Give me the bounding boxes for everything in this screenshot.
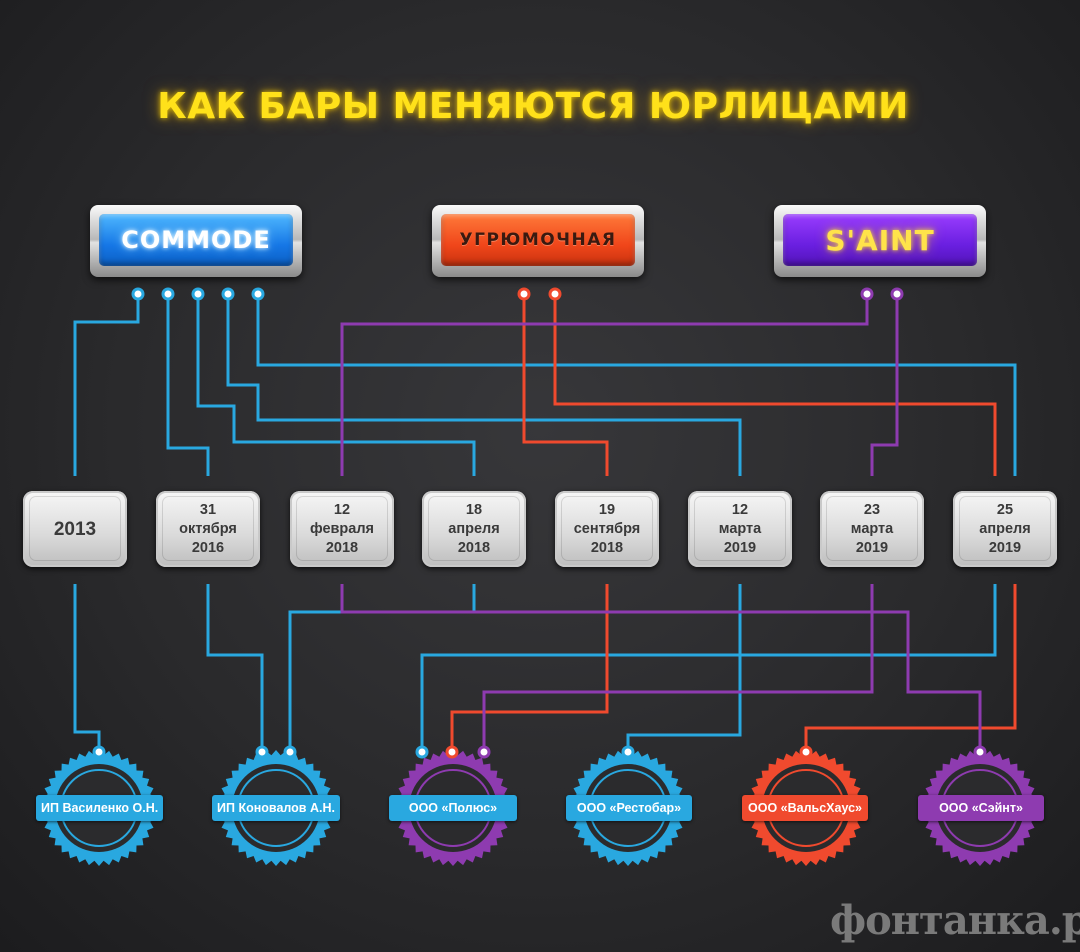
- commode-connector-dot: [191, 287, 205, 301]
- entity-connector-dot: [283, 745, 297, 759]
- bar-label-saint: S'AINT: [783, 214, 977, 266]
- bar-ugrum: УГРЮМОЧНАЯ: [432, 205, 644, 277]
- entity-connector-dot: [799, 745, 813, 759]
- upper-connector-line: [166, 294, 210, 476]
- upper-connector-line: [553, 294, 997, 476]
- lower-connector-line: [288, 584, 476, 752]
- date-2016-10-31: 31 октября 2016: [156, 491, 260, 567]
- commode-connector-dot: [221, 287, 235, 301]
- upper-connector-line: [73, 294, 140, 476]
- upper-connector-line: [870, 294, 899, 476]
- lower-connector-line: [482, 584, 874, 752]
- entity-connector-dot: [477, 745, 491, 759]
- bar-label-commode: COMMODE: [99, 214, 293, 266]
- commode-connector-dot: [251, 287, 265, 301]
- saint-connector-dot: [890, 287, 904, 301]
- entity-label: ИП Василенко О.Н.: [36, 795, 164, 821]
- date-2018-09-19: 19 сентября 2018: [555, 491, 659, 567]
- upper-connector-line: [196, 294, 476, 476]
- bar-label-ugrum: УГРЮМОЧНАЯ: [441, 214, 635, 266]
- saint-connector-dot: [860, 287, 874, 301]
- lower-connector-line: [73, 584, 101, 752]
- lower-connector-line: [340, 584, 982, 752]
- lower-connector-line: [206, 584, 264, 752]
- date-2019-04-25: 25 апреля 2019: [953, 491, 1057, 567]
- entity-connector-dot: [445, 745, 459, 759]
- date-2019-03-12: 12 марта 2019: [688, 491, 792, 567]
- upper-connector-line: [522, 294, 609, 476]
- upper-connector-line: [256, 294, 1017, 476]
- ugrum-connector-dot: [517, 287, 531, 301]
- entity-connector-dot: [973, 745, 987, 759]
- commode-connector-dot: [131, 287, 145, 301]
- lower-connector-line: [450, 584, 609, 752]
- bar-saint: S'AINT: [774, 205, 986, 277]
- entity-label: ИП Коновалов А.Н.: [212, 795, 340, 821]
- entity-label: ООО «Сэйнт»: [918, 795, 1044, 821]
- date-2018-02-12: 12 февраля 2018: [290, 491, 394, 567]
- entity-connector-dot: [92, 745, 106, 759]
- entity-label: ООО «ВальсХаус»: [742, 795, 868, 821]
- upper-connector-line: [226, 294, 742, 476]
- entity-connector-dot: [621, 745, 635, 759]
- lower-connector-line: [420, 584, 997, 752]
- page-title: КАК БАРЫ МЕНЯЮТСЯ ЮРЛИЦАМИ: [157, 86, 909, 127]
- date-2019-03-23: 23 марта 2019: [820, 491, 924, 567]
- entity-label: ООО «Полюс»: [389, 795, 517, 821]
- bar-commode: COMMODE: [90, 205, 302, 277]
- lower-connector-line: [626, 584, 742, 752]
- upper-connector-line: [340, 294, 869, 476]
- fontanka-logo-text: фонтанка.ру: [830, 896, 1080, 944]
- entity-connector-dot: [255, 745, 269, 759]
- ugrum-connector-dot: [548, 287, 562, 301]
- fontanka-logo: фонтанка.ру: [822, 896, 1080, 944]
- date-2013: 2013: [23, 491, 127, 567]
- commode-connector-dot: [161, 287, 175, 301]
- entity-label: ООО «Рестобар»: [566, 795, 692, 821]
- entity-connector-dot: [415, 745, 429, 759]
- lower-connector-line: [804, 584, 1017, 752]
- date-2018-04-18: 18 апреля 2018: [422, 491, 526, 567]
